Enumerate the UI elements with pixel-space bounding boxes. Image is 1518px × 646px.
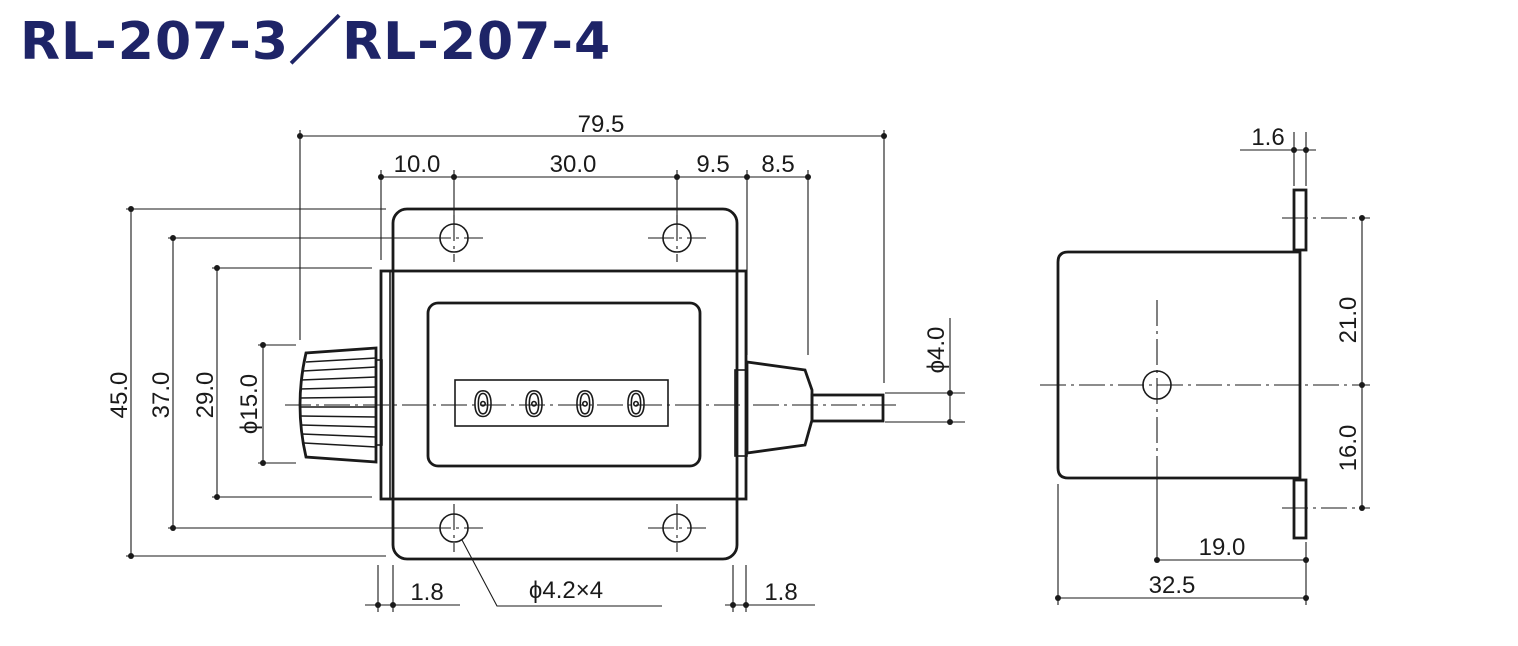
- dim-overall-length: 79.5: [578, 111, 625, 138]
- dim-frame-height: 29.0: [192, 372, 219, 419]
- dim-right-frame: 9.5: [696, 151, 729, 178]
- dim-hole-pitch-vertical: 37.0: [148, 372, 175, 419]
- digit-strip: [454, 379, 669, 427]
- drive-shaft: [810, 393, 885, 423]
- dim-display-width: 30.0: [550, 151, 597, 178]
- shaft-assembly: [734, 360, 885, 457]
- dim-hole-to-plate: 19.0: [1199, 534, 1246, 561]
- dim-knob-side: 10.0: [394, 151, 441, 178]
- page-title: RL-207-3／RL-207-4: [20, 12, 612, 72]
- side-dimension-labels: 1.6 21.0 16.0 19.0 32.5: [1149, 124, 1362, 599]
- side-extension-lines: [1057, 132, 1307, 605]
- front-dimension-labels: 79.5 10.0 30.0 9.5 8.5 45.0 37.0 29.0 ϕ1…: [106, 111, 950, 606]
- dim-lower-offset: 16.0: [1335, 425, 1362, 472]
- dim-knob-diameter: ϕ15.0: [236, 374, 263, 434]
- plate-edge-bottom: [1292, 478, 1308, 540]
- front-view: 0 0 0 0: [106, 111, 965, 612]
- dim-plate-right: 1.8: [764, 579, 797, 606]
- dim-plate-left: 1.8: [410, 579, 443, 606]
- dim-plate-thickness: 1.6: [1251, 124, 1284, 151]
- dim-upper-offset: 21.0: [1335, 297, 1362, 344]
- dim-shaft-boss: 8.5: [761, 151, 794, 178]
- display-window: [426, 301, 702, 468]
- front-extension-lines: [126, 130, 965, 612]
- digit-3: 0: [575, 385, 595, 425]
- mounting-holes: [425, 215, 706, 552]
- mounting-plate: [391, 207, 739, 561]
- dim-shaft-diameter: ϕ4.0: [923, 327, 950, 374]
- front-dimension-lines: [128, 133, 953, 608]
- dim-height-overall: 45.0: [106, 372, 133, 419]
- plate-edge-top: [1292, 188, 1308, 252]
- reset-knob: [298, 346, 383, 464]
- side-view: 1.6 21.0 16.0 19.0 32.5: [1040, 124, 1370, 605]
- side-dimension-lines: [1055, 147, 1365, 601]
- dim-holes: ϕ4.2×4: [529, 577, 603, 604]
- side-body: [1056, 250, 1302, 480]
- dim-depth: 32.5: [1149, 572, 1196, 599]
